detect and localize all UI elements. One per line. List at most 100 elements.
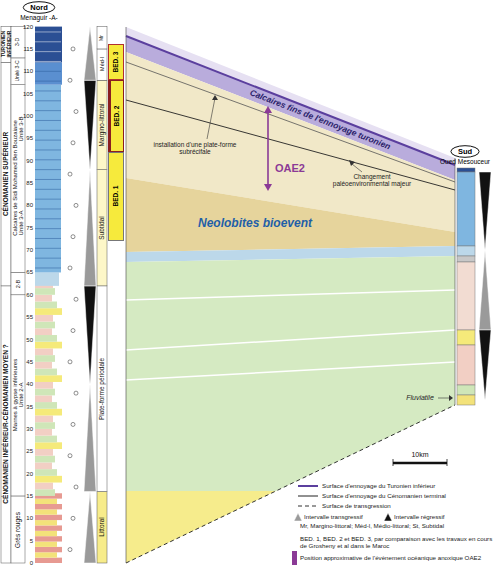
marl-bed (35, 342, 62, 349)
section-edge (126, 27, 127, 563)
bedding-line (35, 41, 61, 42)
sud-log-bed (457, 172, 475, 246)
legend-text: Surface d'ennoyage du Cénomanien termina… (322, 493, 446, 500)
marl-bed (35, 288, 55, 295)
formation-label: Grès rouges (14, 512, 21, 548)
node-subtitle: Oued Mesouceur (435, 158, 495, 165)
sud-log-bed (457, 385, 475, 395)
correlation-line (126, 62, 455, 182)
fossil-symbol (74, 391, 78, 395)
sandstone-bed (35, 542, 57, 547)
bedding-line (35, 248, 61, 249)
legend-line-sample (298, 496, 318, 497)
marl-bed (35, 355, 55, 362)
marl-bed (35, 442, 62, 449)
arrow-head (449, 395, 453, 401)
depth-number: 70 (26, 247, 33, 254)
marl-bed (35, 375, 62, 382)
marl-bed (35, 315, 53, 322)
bedding-line (35, 130, 61, 131)
sandstone-bed (35, 531, 57, 536)
bedding-line (35, 81, 61, 82)
bedding-line (35, 218, 61, 219)
formation-label: Unité 3-C (15, 60, 21, 81)
bedding-line (35, 51, 61, 52)
bed-line (126, 290, 455, 300)
marl-bed (35, 348, 53, 355)
scale-tick (447, 459, 448, 466)
formation-cell (11, 496, 25, 563)
sequence-triangle (84, 27, 96, 81)
sequence-triangle (294, 513, 302, 521)
marl-bed (35, 402, 57, 409)
depth-number: 85 (26, 180, 33, 187)
limestone-unit (35, 62, 62, 84)
section-edge (455, 158, 456, 405)
annotation: Changement paléoenvironmental majeur (330, 173, 414, 187)
sud-log-bed (457, 168, 475, 172)
sandstone-bed (35, 509, 57, 514)
bed-box: BED. 3 (108, 44, 124, 80)
fossil-symbol (68, 172, 72, 176)
formation-label: Marnes à gypse inférieures (11, 359, 18, 431)
bedding-line (35, 31, 61, 32)
marl-bed (35, 449, 53, 456)
marker-bed (35, 272, 59, 285)
fossil-symbol (74, 203, 78, 207)
stage-cell (1, 62, 11, 285)
arrow-head (349, 160, 355, 166)
annotation: Fluviatile (406, 394, 434, 402)
environment-label: Margino-littoral (98, 104, 105, 147)
formation-label: Unité 3-B (18, 116, 25, 141)
formation-cell (11, 58, 25, 85)
marl-bed (35, 295, 52, 302)
fossil-symbol (74, 485, 78, 489)
fossil-symbol (74, 110, 78, 114)
bedding-line (35, 100, 61, 101)
sequence-triangle (384, 513, 392, 521)
sud-log-bed (457, 395, 475, 405)
bed-line (126, 330, 455, 350)
legend-text: Position approximative de l'évènement oc… (300, 555, 490, 562)
location-oval: NordMenaguir -A- (16, 1, 62, 21)
environment-cell (97, 491, 107, 563)
bed-line (126, 362, 455, 380)
depth-number: 30 (26, 426, 33, 433)
marl-bed (35, 422, 55, 429)
marl-bed (35, 322, 55, 329)
marl-bed (35, 302, 57, 309)
legend-note: BED. 1, BED. 2 et BED. 3, par comparaiso… (300, 536, 496, 550)
arrow-head (264, 184, 272, 191)
depth-number: 25 (26, 448, 33, 455)
bed-box: BED. 1 (108, 152, 124, 241)
legend-swatch (292, 551, 297, 565)
stage-label: CÉNOMANIEN INFÉRIEUR-CÉNOMANIEN MOYEN ? (2, 344, 9, 503)
stage-label: TURONIEN INFÉRIEUR (1, 27, 12, 61)
event-label: OAE2 (275, 162, 305, 174)
sandstone-bed (35, 558, 62, 563)
bedding-line (35, 189, 61, 190)
environment-cell (97, 170, 107, 286)
sequence-triangle (84, 80, 96, 169)
depth-number: 0 (30, 560, 33, 567)
fossil-symbol (74, 297, 78, 301)
sandstone-bed (35, 504, 62, 509)
bed-box: BED. 2 (108, 80, 124, 152)
depth-number: 40 (26, 381, 33, 388)
fossil-symbol (71, 422, 75, 426)
legend-line-sample (298, 485, 318, 487)
arrow-head (264, 106, 272, 113)
leader-line (352, 164, 362, 172)
sud-log-bed (457, 345, 475, 385)
limestone-unit (35, 85, 61, 273)
sandstone-bed (35, 536, 62, 541)
marl-bed (35, 415, 53, 422)
stage-cell (1, 27, 11, 63)
environment-label: Méd-l (99, 57, 105, 71)
sandstone-bed (35, 525, 62, 530)
legend-text: Surface de transgression (322, 503, 391, 510)
bedding-line (35, 179, 61, 180)
bedding-line (35, 120, 61, 121)
depth-number: 65 (26, 269, 33, 276)
